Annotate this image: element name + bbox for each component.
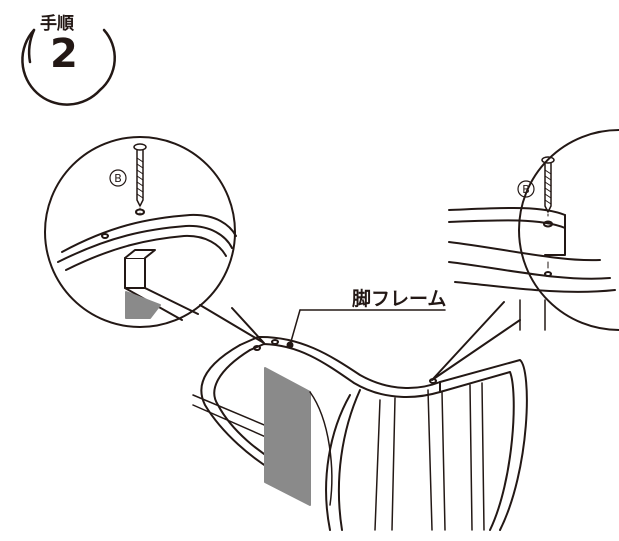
right-part-marker: B — [517, 180, 535, 198]
right-detail-callout — [431, 129, 619, 381]
left-screw-icon — [133, 143, 147, 216]
seat-panel-fill — [264, 367, 311, 506]
step-number: 2 — [50, 31, 78, 77]
left-detail-callout — [44, 136, 265, 344]
left-part-letter: B — [114, 172, 122, 185]
step-badge — [21, 28, 116, 106]
right-screw-icon — [541, 156, 555, 217]
right-part-letter: B — [522, 183, 530, 196]
left-panel-fill — [125, 291, 161, 319]
leg-frame — [192, 335, 528, 531]
left-part-marker: B — [109, 169, 127, 187]
part-label: 脚フレーム — [352, 288, 447, 310]
step-label: 手順 — [40, 14, 74, 34]
